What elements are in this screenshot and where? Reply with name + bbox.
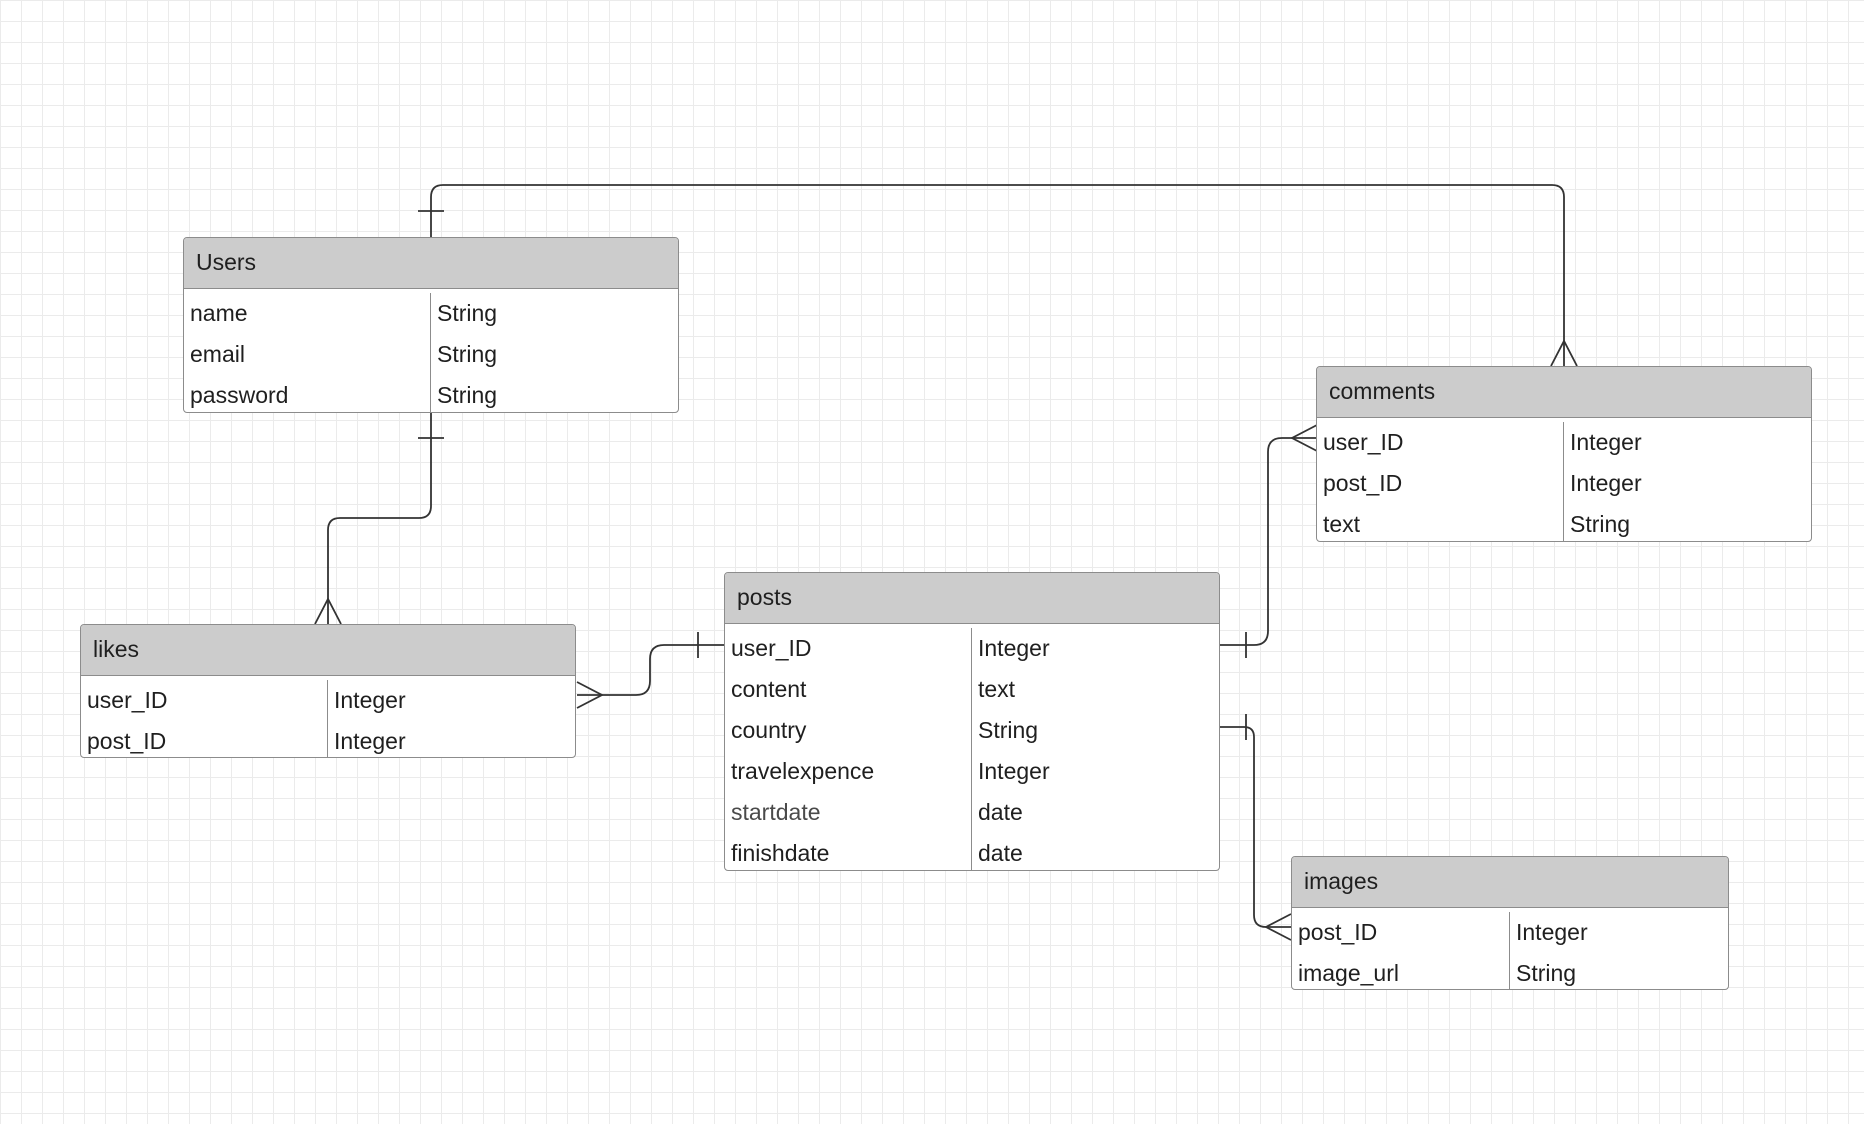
many-marker [314, 597, 342, 625]
entity-title: comments [1317, 367, 1811, 418]
field-row: startdate date [725, 792, 1219, 833]
field-type: text [978, 676, 1016, 702]
field-name: image_url [1292, 953, 1510, 989]
users-likes-connector [314, 413, 444, 625]
field-type: Integer [334, 728, 406, 754]
entity-comments[interactable]: comments user_ID Integer post_ID Integer… [1316, 366, 1812, 542]
field-type: Integer [978, 635, 1050, 661]
field-type: Integer [1516, 919, 1588, 945]
field-type: Integer [1570, 470, 1642, 496]
field-type: Integer [334, 687, 406, 713]
many-marker [576, 681, 604, 709]
field-row: text String [1317, 504, 1811, 541]
field-row: finishdate date [725, 833, 1219, 870]
field-type: String [1516, 960, 1577, 986]
field-name: country [725, 710, 972, 751]
field-name: password [184, 375, 431, 412]
field-row: country String [725, 710, 1219, 751]
field-name: post_ID [81, 721, 328, 757]
field-row: post_ID Integer [1317, 463, 1811, 504]
entity-title: posts [725, 573, 1219, 624]
field-type: String [978, 717, 1039, 743]
field-name: user_ID [1317, 422, 1564, 463]
field-type: String [437, 300, 498, 326]
field-type: String [437, 341, 498, 367]
field-row: name String [184, 293, 678, 334]
field-row: email String [184, 334, 678, 375]
field-name: startdate [725, 792, 972, 833]
entity-title: likes [81, 625, 575, 676]
field-name: post_ID [1317, 463, 1564, 504]
entity-likes[interactable]: likes user_ID Integer post_ID Integer [80, 624, 576, 758]
field-name: travelexpence [725, 751, 972, 792]
field-row: user_ID Integer [81, 680, 575, 721]
many-marker [1264, 913, 1292, 941]
field-type: String [1570, 511, 1631, 537]
field-type: Integer [978, 758, 1050, 784]
field-name: finishdate [725, 833, 972, 870]
field-type: Integer [1570, 429, 1642, 455]
field-name: name [184, 293, 431, 334]
many-marker [1290, 424, 1318, 452]
entity-title: images [1292, 857, 1728, 908]
field-name: post_ID [1292, 912, 1510, 953]
field-name: user_ID [725, 628, 972, 669]
field-row: post_ID Integer [1292, 912, 1728, 953]
entity-title: Users [184, 238, 678, 289]
field-row: travelexpence Integer [725, 751, 1219, 792]
posts-images-connector [1219, 714, 1292, 941]
field-type: date [978, 840, 1023, 866]
posts-comments-connector [1219, 424, 1318, 658]
posts-likes-connector [576, 632, 724, 709]
many-marker [1550, 339, 1578, 367]
field-row: user_ID Integer [1317, 422, 1811, 463]
field-name: content [725, 669, 972, 710]
field-row: image_url String [1292, 953, 1728, 989]
field-type: String [437, 382, 498, 408]
field-row: content text [725, 669, 1219, 710]
field-row: user_ID Integer [725, 628, 1219, 669]
entity-users[interactable]: Users name String email String password … [183, 237, 679, 413]
field-row: password String [184, 375, 678, 412]
field-type: date [978, 799, 1023, 825]
field-name: text [1317, 504, 1564, 541]
field-row: post_ID Integer [81, 721, 575, 757]
field-name: email [184, 334, 431, 375]
field-name: user_ID [81, 680, 328, 721]
entity-posts[interactable]: posts user_ID Integer content text count… [724, 572, 1220, 871]
entity-images[interactable]: images post_ID Integer image_url String [1291, 856, 1729, 990]
